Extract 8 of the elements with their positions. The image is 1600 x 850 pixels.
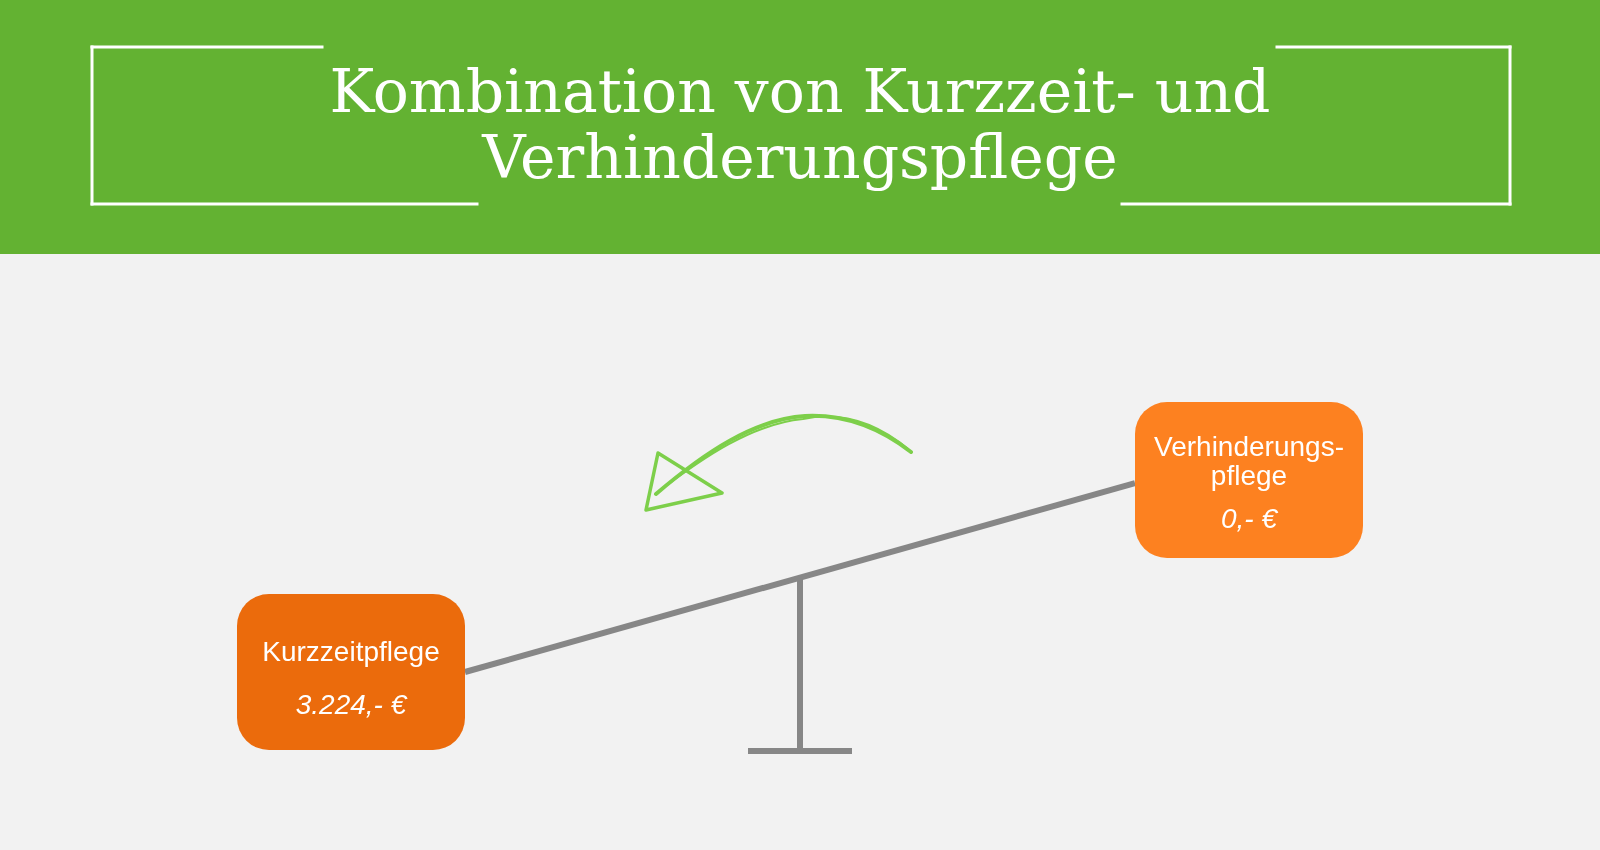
care-type-label: Verhinderungs- pflege [1153, 431, 1345, 490]
title: Kombination von Kurzzeit- und Verhinderungspflege [328, 58, 1272, 190]
amount-label: 3.224,- € [295, 689, 407, 719]
seesaw-beam [464, 480, 1136, 675]
care-type-box [237, 594, 465, 750]
care-type-label: Kurzzeitpflege [262, 636, 440, 666]
care-type-box [1135, 402, 1363, 558]
amount-label: 0,- € [1221, 503, 1277, 533]
